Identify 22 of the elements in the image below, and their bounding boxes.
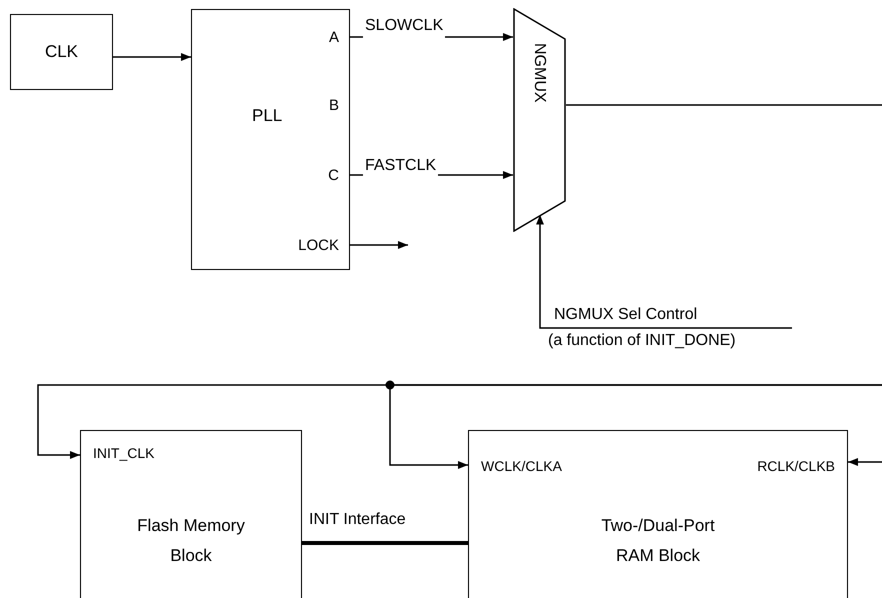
port-label: A	[281, 25, 351, 51]
connector-arrow	[350, 241, 408, 249]
connector-arrow	[536, 214, 792, 329]
port-label: INIT_CLK	[93, 444, 154, 463]
block-label: PLL	[252, 105, 282, 127]
connector-arrow	[848, 458, 882, 466]
connector-arrow	[113, 53, 191, 61]
block-label: Flash Memory Block	[136, 515, 246, 567]
port-label: B	[281, 93, 351, 119]
memory-block	[468, 430, 848, 598]
multiplexer-label: NGMUX	[531, 43, 547, 103]
port-label: C	[281, 163, 351, 189]
block-label: Two-/Dual-Port RAM Block	[600, 515, 716, 567]
signal-label: (a function of INIT_DONE)	[548, 331, 737, 351]
port-label: LOCK	[261, 232, 351, 260]
pll-block	[191, 9, 350, 270]
signal-label: NGMUX Sel Control	[553, 305, 698, 325]
port-label: RCLK/CLKB	[757, 457, 835, 476]
port-label: WCLK/CLKA	[481, 457, 562, 476]
connector-arrow	[389, 384, 882, 469]
clock-box: CLK	[10, 14, 113, 90]
memory-block	[80, 430, 302, 598]
